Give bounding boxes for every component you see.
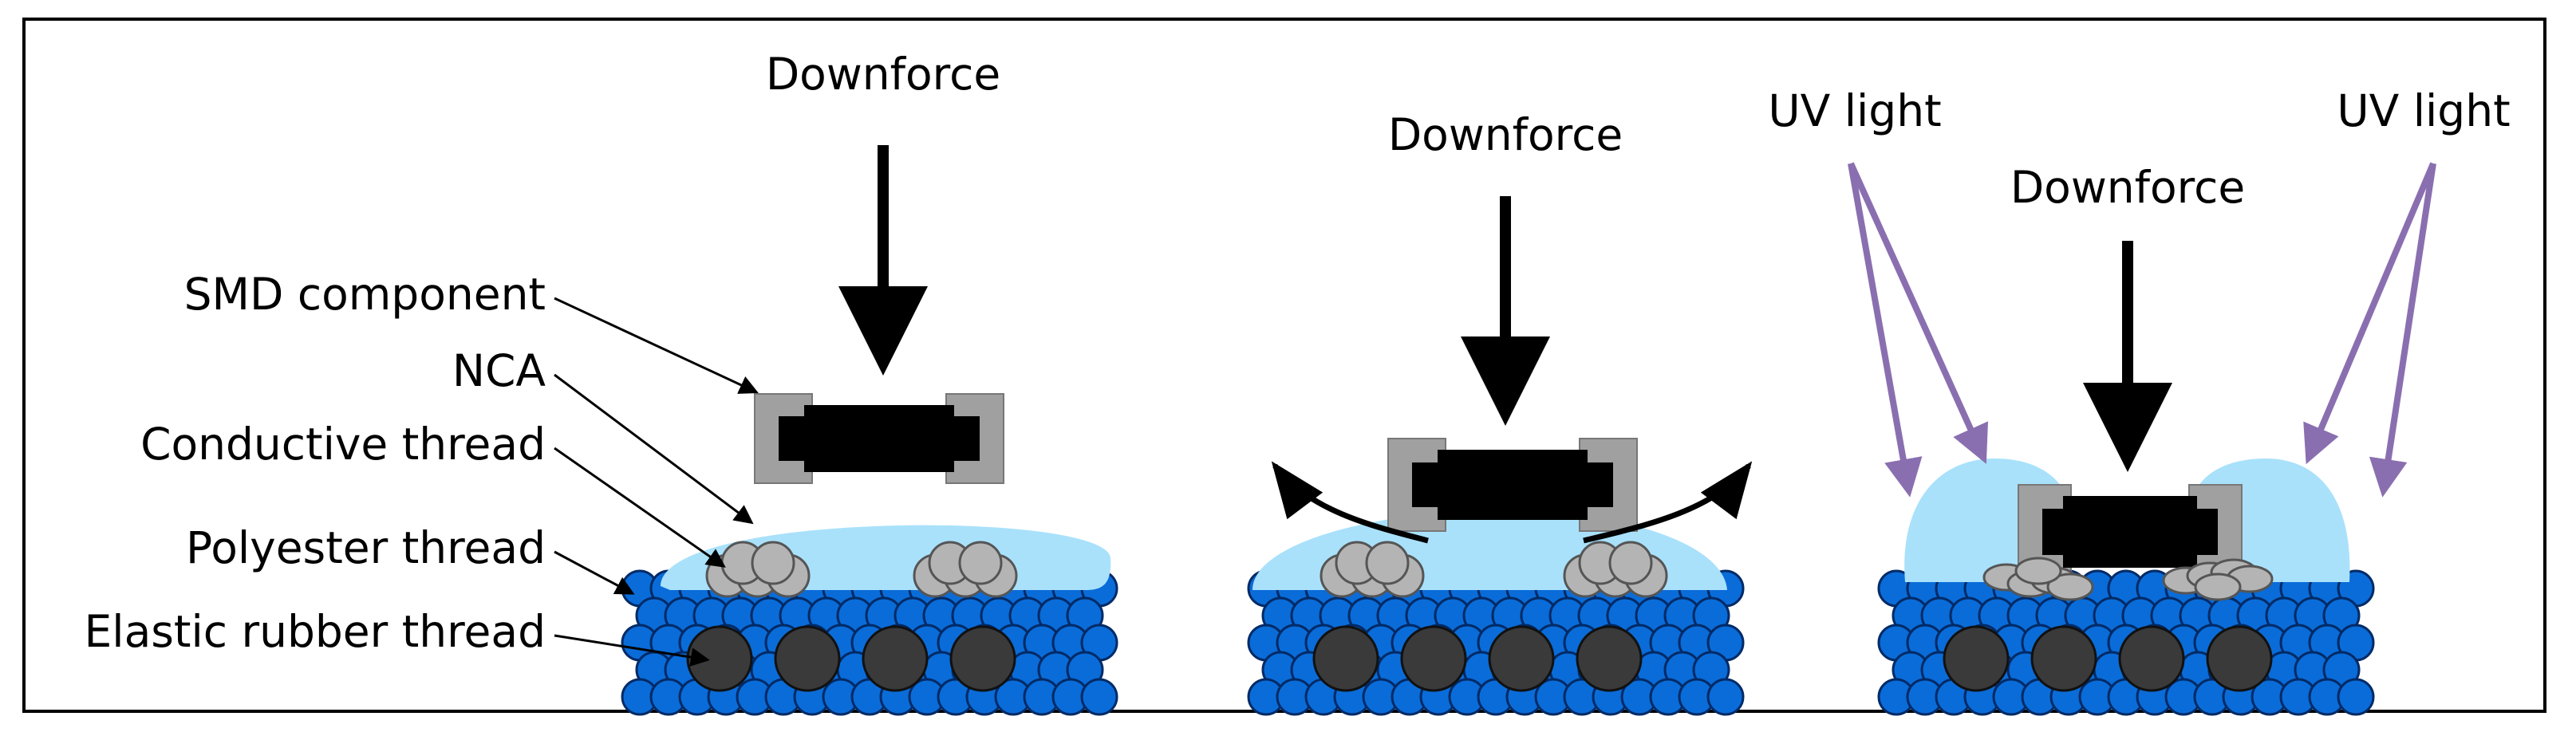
uv-light-ray-1 [1848, 163, 1923, 498]
elastic-rubber-thread [2118, 625, 2185, 692]
elastic-rubber-thread [686, 625, 753, 692]
elastic-rubber-thread [2206, 625, 2273, 692]
label-downforce-panel-3: Downforce [2010, 162, 2246, 213]
elastic-rubber-thread [1488, 625, 1555, 692]
elastic-rubber-thread [2030, 625, 2097, 692]
elastic-rubber-thread [1943, 625, 2010, 692]
conductive-thread-right-panel-1 [913, 541, 1018, 598]
component-layer [554, 145, 2436, 667]
fabric-panel-3 [1877, 569, 2375, 716]
fabric-layer [621, 569, 2375, 716]
elastic-rubber-thread [862, 625, 929, 692]
conductive-thread-left-panel-2 [1320, 541, 1425, 598]
fabric-panel-2 [1247, 569, 1745, 716]
component-body-center [1438, 450, 1588, 520]
conductive-thread-fiber-flattened [2046, 573, 2094, 601]
leader-line-nca [554, 373, 754, 525]
label-uv-light-left: UV light [1768, 85, 1942, 136]
smd-component-panel-2 [1387, 438, 1638, 532]
elastic-rubber-thread [1400, 625, 1467, 692]
conductive-thread-fiber [958, 541, 1003, 585]
uv-light-ray-4 [2303, 162, 2436, 465]
component-body-center [2063, 496, 2197, 568]
label-polyester-thread: Polyester thread [186, 522, 546, 573]
conductive-thread-fiber [1608, 541, 1653, 585]
leader-line-smd-component [554, 297, 759, 394]
leader-line-elastic-rubber-thread [554, 634, 710, 667]
polyester-thread-fiber [2337, 678, 2375, 716]
label-smd-component: SMD component [183, 269, 546, 320]
smd-component-panel-3 [2018, 484, 2243, 580]
smd-component-panel-1 [754, 393, 1004, 484]
polyester-thread-fiber [1706, 678, 1745, 716]
uv-light-ray-3 [2369, 163, 2436, 498]
fabric-panel-1 [621, 569, 1118, 716]
label-elastic-rubber-thread: Elastic rubber thread [84, 606, 546, 657]
nca-flow-arrow-right [1583, 461, 1753, 544]
leader-line-conductive-thread [554, 447, 726, 568]
nca-flow-arrow-left [1271, 461, 1429, 544]
component-body-center [804, 405, 954, 472]
leader-line-polyester-thread [554, 550, 635, 595]
conductive-thread-fiber [1365, 541, 1410, 585]
label-nca: NCA [452, 345, 546, 396]
label-uv-light-right: UV light [2337, 85, 2511, 136]
label-conductive-thread: Conductive thread [140, 419, 546, 470]
elastic-rubber-thread [949, 625, 1016, 692]
conductive-thread-fiber-flattened [2194, 573, 2242, 601]
conductive-thread-fiber-flattened [2014, 557, 2062, 585]
conductive-thread-right-panel-3 [2162, 558, 2274, 601]
polyester-thread-fiber [1080, 678, 1118, 716]
elastic-rubber-thread [1576, 625, 1643, 692]
label-downforce-panel-2: Downforce [1387, 109, 1623, 160]
elastic-rubber-thread [774, 625, 841, 692]
conductive-thread-right-panel-2 [1563, 541, 1668, 598]
elastic-rubber-thread [1312, 625, 1379, 692]
label-downforce-panel-1: Downforce [765, 49, 1001, 100]
uv-light-ray-2 [1848, 162, 1989, 464]
conductive-thread-left-panel-3 [1982, 557, 2094, 601]
conductive-thread-fiber [751, 541, 795, 585]
